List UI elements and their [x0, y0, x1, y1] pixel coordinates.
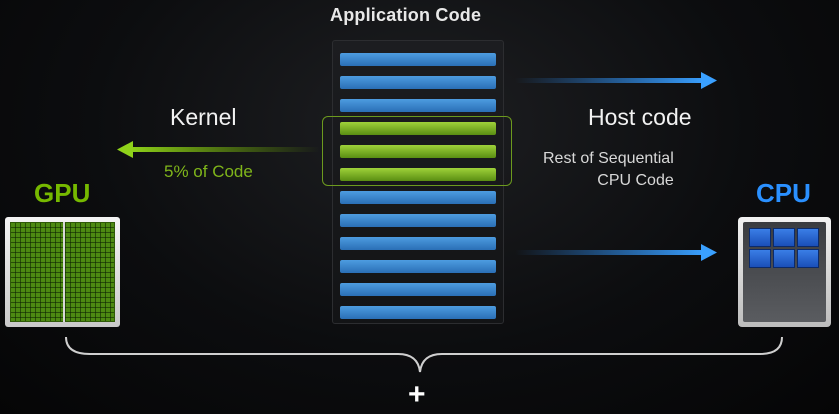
cpu-core — [797, 249, 819, 268]
host-code-line — [340, 306, 496, 319]
host-code-line — [340, 53, 496, 66]
kernel-code-line — [340, 145, 496, 158]
gpu-label: GPU — [34, 178, 91, 208]
cpu-label: CPU — [756, 178, 811, 208]
cpu-core — [749, 249, 771, 268]
host-code-line — [340, 237, 496, 250]
sequential-code-label: Rest of Sequential CPU Code — [543, 148, 674, 192]
bracket-brace — [65, 336, 783, 373]
sequential-code-line-1: Rest of Sequential — [543, 150, 674, 167]
plus-sign: + — [408, 378, 426, 411]
host-code-line — [340, 283, 496, 296]
percent-of-code-label: 5% of Code — [164, 162, 253, 181]
cpu-core — [797, 228, 819, 247]
cpu-core — [773, 228, 795, 247]
cpu-core — [749, 228, 771, 247]
host-arrow-top — [515, 72, 717, 89]
kernel-highlight-box — [322, 116, 512, 186]
cpu-chip-icon — [738, 217, 831, 327]
host-code-line — [340, 76, 496, 89]
host-code-line — [340, 191, 496, 204]
host-code-line — [340, 99, 496, 112]
kernel-code-line — [340, 168, 496, 181]
sequential-code-line-2: CPU Code — [597, 172, 674, 189]
gpu-chip-icon — [5, 217, 120, 327]
host-code-line — [340, 260, 496, 273]
kernel-arrow — [117, 141, 320, 158]
cpu-core — [773, 249, 795, 268]
host-arrow-bottom — [515, 244, 717, 261]
kernel-label: Kernel — [170, 104, 237, 130]
host-code-line — [340, 214, 496, 227]
host-code-label: Host code — [588, 104, 692, 130]
application-code-title: Application Code — [330, 5, 482, 25]
kernel-code-line — [340, 122, 496, 135]
